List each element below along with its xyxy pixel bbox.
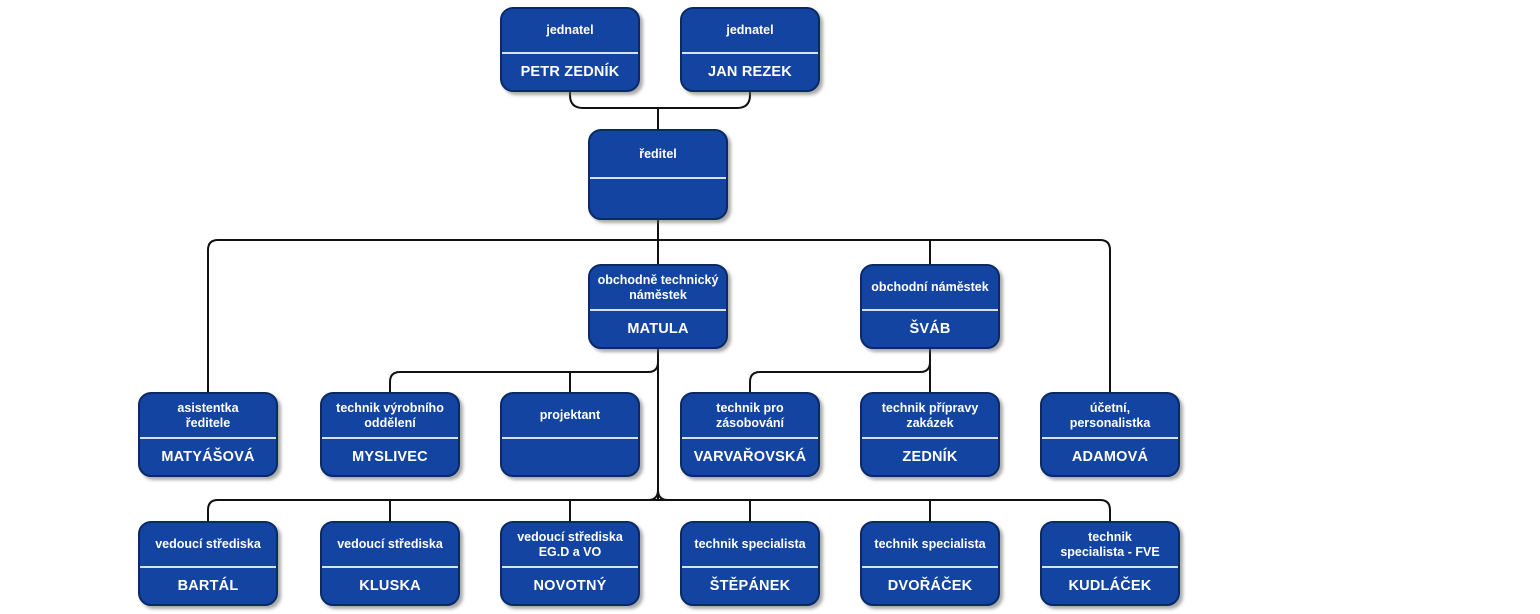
node-name: JAN REZEK <box>708 63 792 80</box>
node-divider <box>862 565 998 568</box>
node-obchodni-namestek: obchodní náměstek ŠVÁB <box>860 264 1000 349</box>
node-title: projektant <box>539 408 601 423</box>
node-title: technik přípravy zakázek <box>881 400 979 430</box>
node-divider <box>322 565 458 568</box>
node-divider <box>682 51 818 54</box>
node-divider <box>862 436 998 439</box>
connector-svab-branch <box>749 361 931 392</box>
connector-bottom-rail <box>207 499 1111 521</box>
node-name: DVOŘÁČEK <box>887 577 973 594</box>
node-name: MATYÁŠOVÁ <box>161 448 255 465</box>
node-divider <box>590 177 726 180</box>
node-vedouci-strediska-egd-vo: vedoucí střediska EG.D a VO NOVOTNÝ <box>500 521 640 606</box>
node-ucetni-personalistka: účetní, personalistka ADAMOVÁ <box>1040 392 1180 477</box>
node-vedouci-strediska-1: vedoucí střediska BARTÁL <box>138 521 278 606</box>
node-title: technik pro zásobování <box>715 400 785 430</box>
node-divider <box>140 436 276 439</box>
node-name: ŠTĚPÁNEK <box>709 577 791 594</box>
node-divider <box>682 565 818 568</box>
node-asistentka-reditele: asistentka ředitele MATYÁŠOVÁ <box>138 392 278 477</box>
node-jednatel-2: jednatel JAN REZEK <box>680 7 820 92</box>
node-name <box>590 179 726 218</box>
node-name: PETR ZEDNÍK <box>520 63 620 80</box>
node-title: účetní, personalistka <box>1069 400 1151 430</box>
node-reditel: ředitel <box>588 129 728 220</box>
node-divider <box>590 308 726 311</box>
node-name: MYSLIVEC <box>352 448 428 465</box>
node-technik-specialista-fve: technik specialista - FVE KUDLÁČEK <box>1040 521 1180 606</box>
node-title: technik specialista - FVE <box>1060 529 1160 559</box>
node-divider <box>502 565 638 568</box>
node-title: asistentka ředitele <box>177 400 239 430</box>
node-divider <box>1042 436 1178 439</box>
node-title: vedoucí střediska <box>155 537 261 552</box>
node-name: ZEDNÍK <box>902 448 958 465</box>
connector-main-rail <box>207 239 1111 392</box>
node-divider <box>1042 565 1178 568</box>
node-title: jednatel <box>546 23 594 38</box>
node-name: KLUSKA <box>359 577 421 594</box>
node-title: jednatel <box>726 23 774 38</box>
node-name <box>502 439 638 475</box>
node-name: VARVAŘOVSKÁ <box>693 448 807 465</box>
node-technik-pro-zasobovani: technik pro zásobování VARVAŘOVSKÁ <box>680 392 820 477</box>
node-obchodne-technicky-namestek: obchodně technický náměstek MATULA <box>588 264 728 349</box>
node-divider <box>862 308 998 311</box>
node-name: ADAMOVÁ <box>1071 448 1149 465</box>
node-divider <box>502 51 638 54</box>
node-title: obchodní náměstek <box>871 280 989 295</box>
node-technik-vyrobniho-oddeleni: technik výrobního oddělení MYSLIVEC <box>320 392 460 477</box>
node-name: ŠVÁB <box>909 320 951 337</box>
node-technik-specialista-1: technik specialista ŠTĚPÁNEK <box>680 521 820 606</box>
node-title: technik specialista <box>694 537 806 552</box>
node-title: obchodně technický náměstek <box>597 272 719 302</box>
node-title: vedoucí střediska EG.D a VO <box>517 529 623 559</box>
node-divider <box>322 436 458 439</box>
node-jednatel-1: jednatel PETR ZEDNÍK <box>500 7 640 92</box>
node-divider <box>140 565 276 568</box>
node-vedouci-strediska-2: vedoucí střediska KLUSKA <box>320 521 460 606</box>
node-title: ředitel <box>639 147 677 162</box>
node-technik-pripravy-zakazek: technik přípravy zakázek ZEDNÍK <box>860 392 1000 477</box>
node-projektant: projektant <box>500 392 640 477</box>
node-technik-specialista-2: technik specialista DVOŘÁČEK <box>860 521 1000 606</box>
node-name: NOVOTNÝ <box>533 577 607 594</box>
node-divider <box>682 436 818 439</box>
node-name: KUDLÁČEK <box>1068 577 1152 594</box>
node-title: technik výrobního oddělení <box>336 400 444 430</box>
connector-matula-branch <box>389 361 659 392</box>
node-title: technik specialista <box>874 537 986 552</box>
node-divider <box>502 436 638 439</box>
node-name: MATULA <box>627 320 689 337</box>
node-name: BARTÁL <box>177 577 239 594</box>
node-title: vedoucí střediska <box>337 537 443 552</box>
connector-jednatel-merge <box>569 92 751 129</box>
